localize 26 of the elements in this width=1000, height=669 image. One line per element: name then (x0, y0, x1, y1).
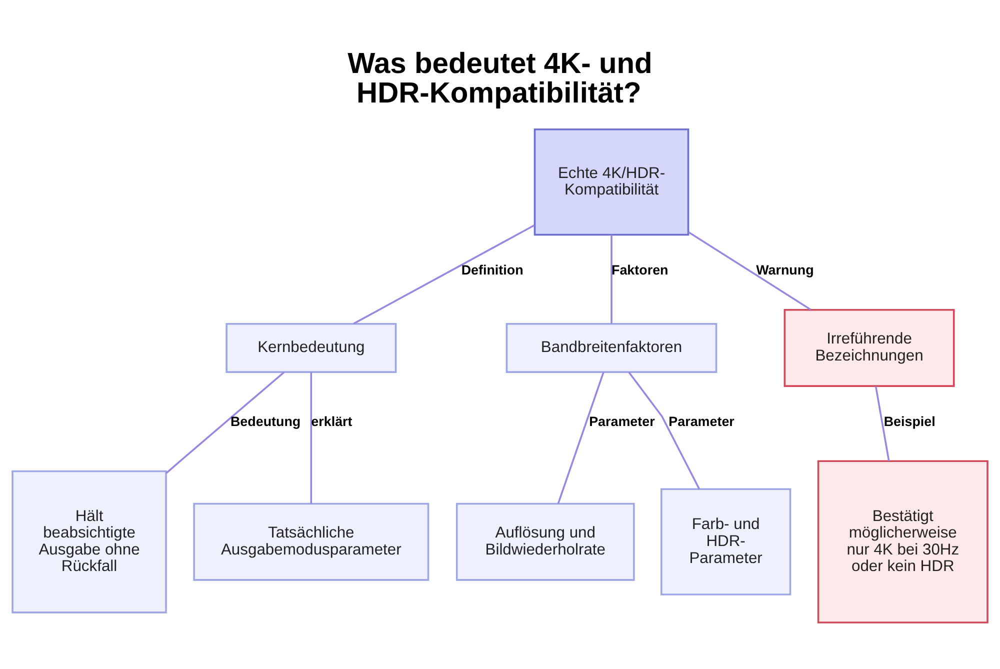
connector (310, 372, 312, 504)
node-box: Farb- und HDR-Parameter (660, 488, 792, 596)
node-box: Auflösung und Bildwiederholrate (456, 502, 635, 581)
connector (557, 372, 604, 504)
connector (610, 234, 612, 324)
node-box: Bandbreitenfaktoren (506, 322, 718, 373)
edge-label: erklärt (311, 414, 352, 429)
edge-label: Definition (461, 262, 524, 278)
node-box: Tatsächliche Ausgabemodusparameter (193, 502, 430, 581)
edge-label: Warnung (756, 262, 814, 278)
edge-label: Bedeutung (230, 414, 301, 429)
edge-label: Beispiel (884, 414, 936, 429)
diagram-title: Was bedeutet 4K- und HDR-Kompatibilität? (348, 48, 652, 110)
node-box: Kernbedeutung (226, 322, 397, 373)
connector (353, 224, 535, 324)
edge-label: Faktoren (612, 262, 668, 278)
edge-label: Parameter (668, 414, 734, 429)
node-box: Bestätigt möglicherweise nur 4K bei 30Hz oder kein HDR (817, 460, 988, 624)
connector (166, 372, 285, 474)
connector (688, 231, 812, 310)
edge-label: Parameter (589, 414, 655, 429)
connector (874, 386, 890, 462)
connector (628, 372, 700, 490)
node-box: Echte 4K/HDR-Kompatibilität (534, 128, 690, 236)
node-box: Irreführende Bezeichnungen (784, 308, 955, 387)
node-box: Hält beabsichtigte Ausgabe ohne Rückfall (12, 470, 167, 614)
